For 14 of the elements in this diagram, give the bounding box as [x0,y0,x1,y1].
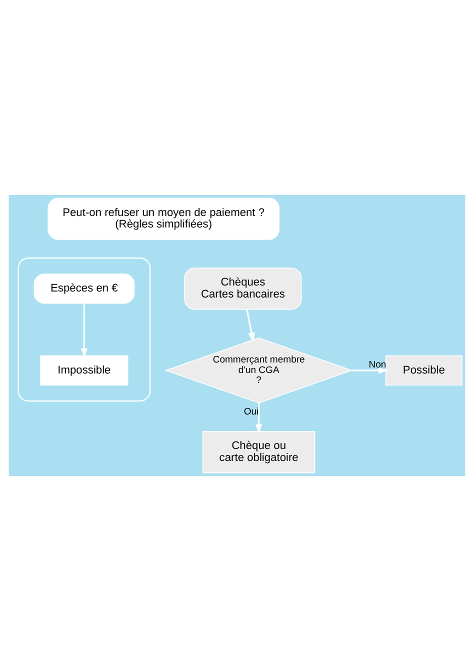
arrow [255,402,262,434]
edge-label: Oui [244,406,259,417]
node-box: Chèques Cartes bancaires [184,267,302,310]
node-box: Possible [385,354,462,385]
node-diamond: Commerçant membre d'un CGA ? [164,336,353,403]
arrow [352,366,388,374]
node-box: Chèque ou carte obligatoire [202,430,316,473]
edge-label: Non [368,359,386,370]
cluster [18,257,151,402]
arrow [80,302,88,358]
node-box: Espèces en € [34,273,135,304]
node-box: Peut-on refuser un moyen de paiement ? (Règles simplifiées) [48,197,280,240]
arrow [246,308,255,342]
node-box: Impossible [40,354,128,385]
